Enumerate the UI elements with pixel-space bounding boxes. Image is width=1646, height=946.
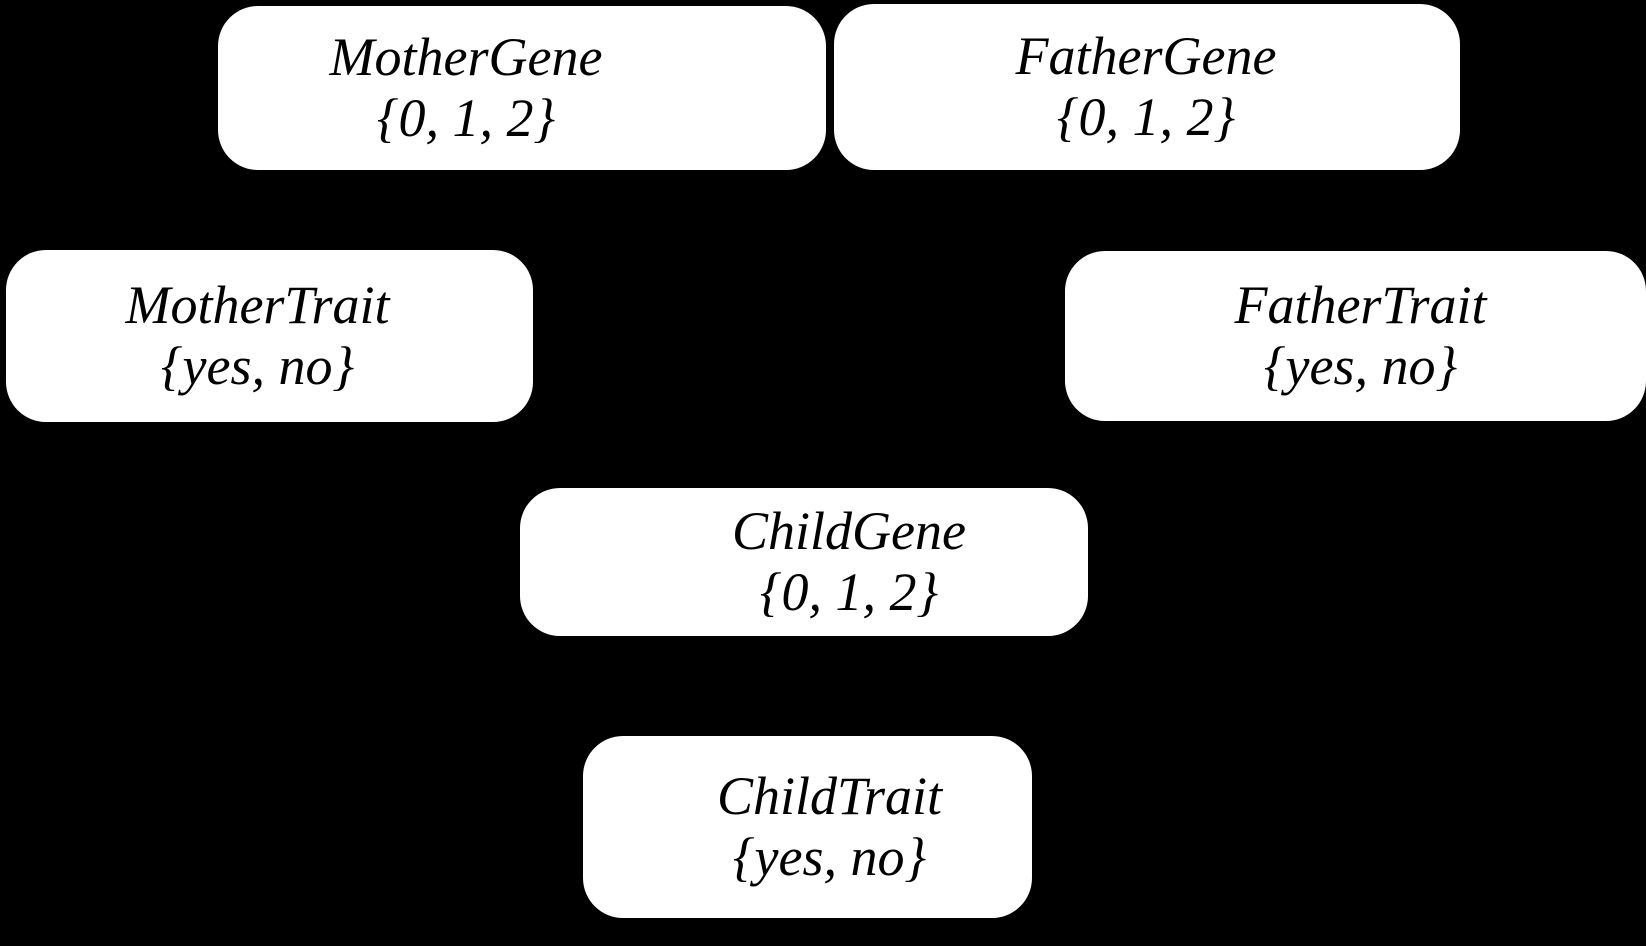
node-mother-trait[interactable]: MotherTrait {yes, no}	[6, 250, 533, 422]
node-father-gene-label: FatherGene	[1015, 26, 1277, 87]
node-father-gene[interactable]: FatherGene {0, 1, 2}	[834, 4, 1460, 170]
node-mother-gene-domain: {0, 1, 2}	[376, 88, 556, 148]
node-child-trait-text: ChildTrait {yes, no}	[717, 768, 942, 885]
node-mother-trait-domain: {yes, no}	[160, 336, 355, 396]
node-child-trait-label: ChildTrait	[716, 766, 943, 827]
node-mother-trait-text: MotherTrait {yes, no}	[125, 277, 389, 394]
node-father-gene-domain: {0, 1, 2}	[1056, 87, 1236, 147]
node-mother-gene-label: MotherGene	[329, 27, 603, 88]
node-child-gene[interactable]: ChildGene {0, 1, 2}	[520, 488, 1088, 636]
node-father-trait-label: FatherTrait	[1234, 275, 1487, 336]
node-father-trait[interactable]: FatherTrait {yes, no}	[1065, 251, 1646, 421]
node-mother-trait-label: MotherTrait	[125, 275, 390, 336]
node-child-gene-domain: {0, 1, 2}	[759, 562, 939, 622]
node-mother-gene-text: MotherGene {0, 1, 2}	[330, 29, 603, 146]
node-father-gene-text: FatherGene {0, 1, 2}	[1016, 28, 1277, 145]
node-child-gene-text: ChildGene {0, 1, 2}	[732, 503, 966, 620]
node-mother-gene[interactable]: MotherGene {0, 1, 2}	[218, 6, 826, 170]
node-child-gene-label: ChildGene	[732, 501, 966, 562]
node-child-trait-domain: {yes, no}	[732, 827, 927, 887]
node-child-trait[interactable]: ChildTrait {yes, no}	[583, 736, 1032, 918]
node-father-trait-domain: {yes, no}	[1263, 336, 1458, 396]
node-father-trait-text: FatherTrait {yes, no}	[1234, 277, 1486, 394]
